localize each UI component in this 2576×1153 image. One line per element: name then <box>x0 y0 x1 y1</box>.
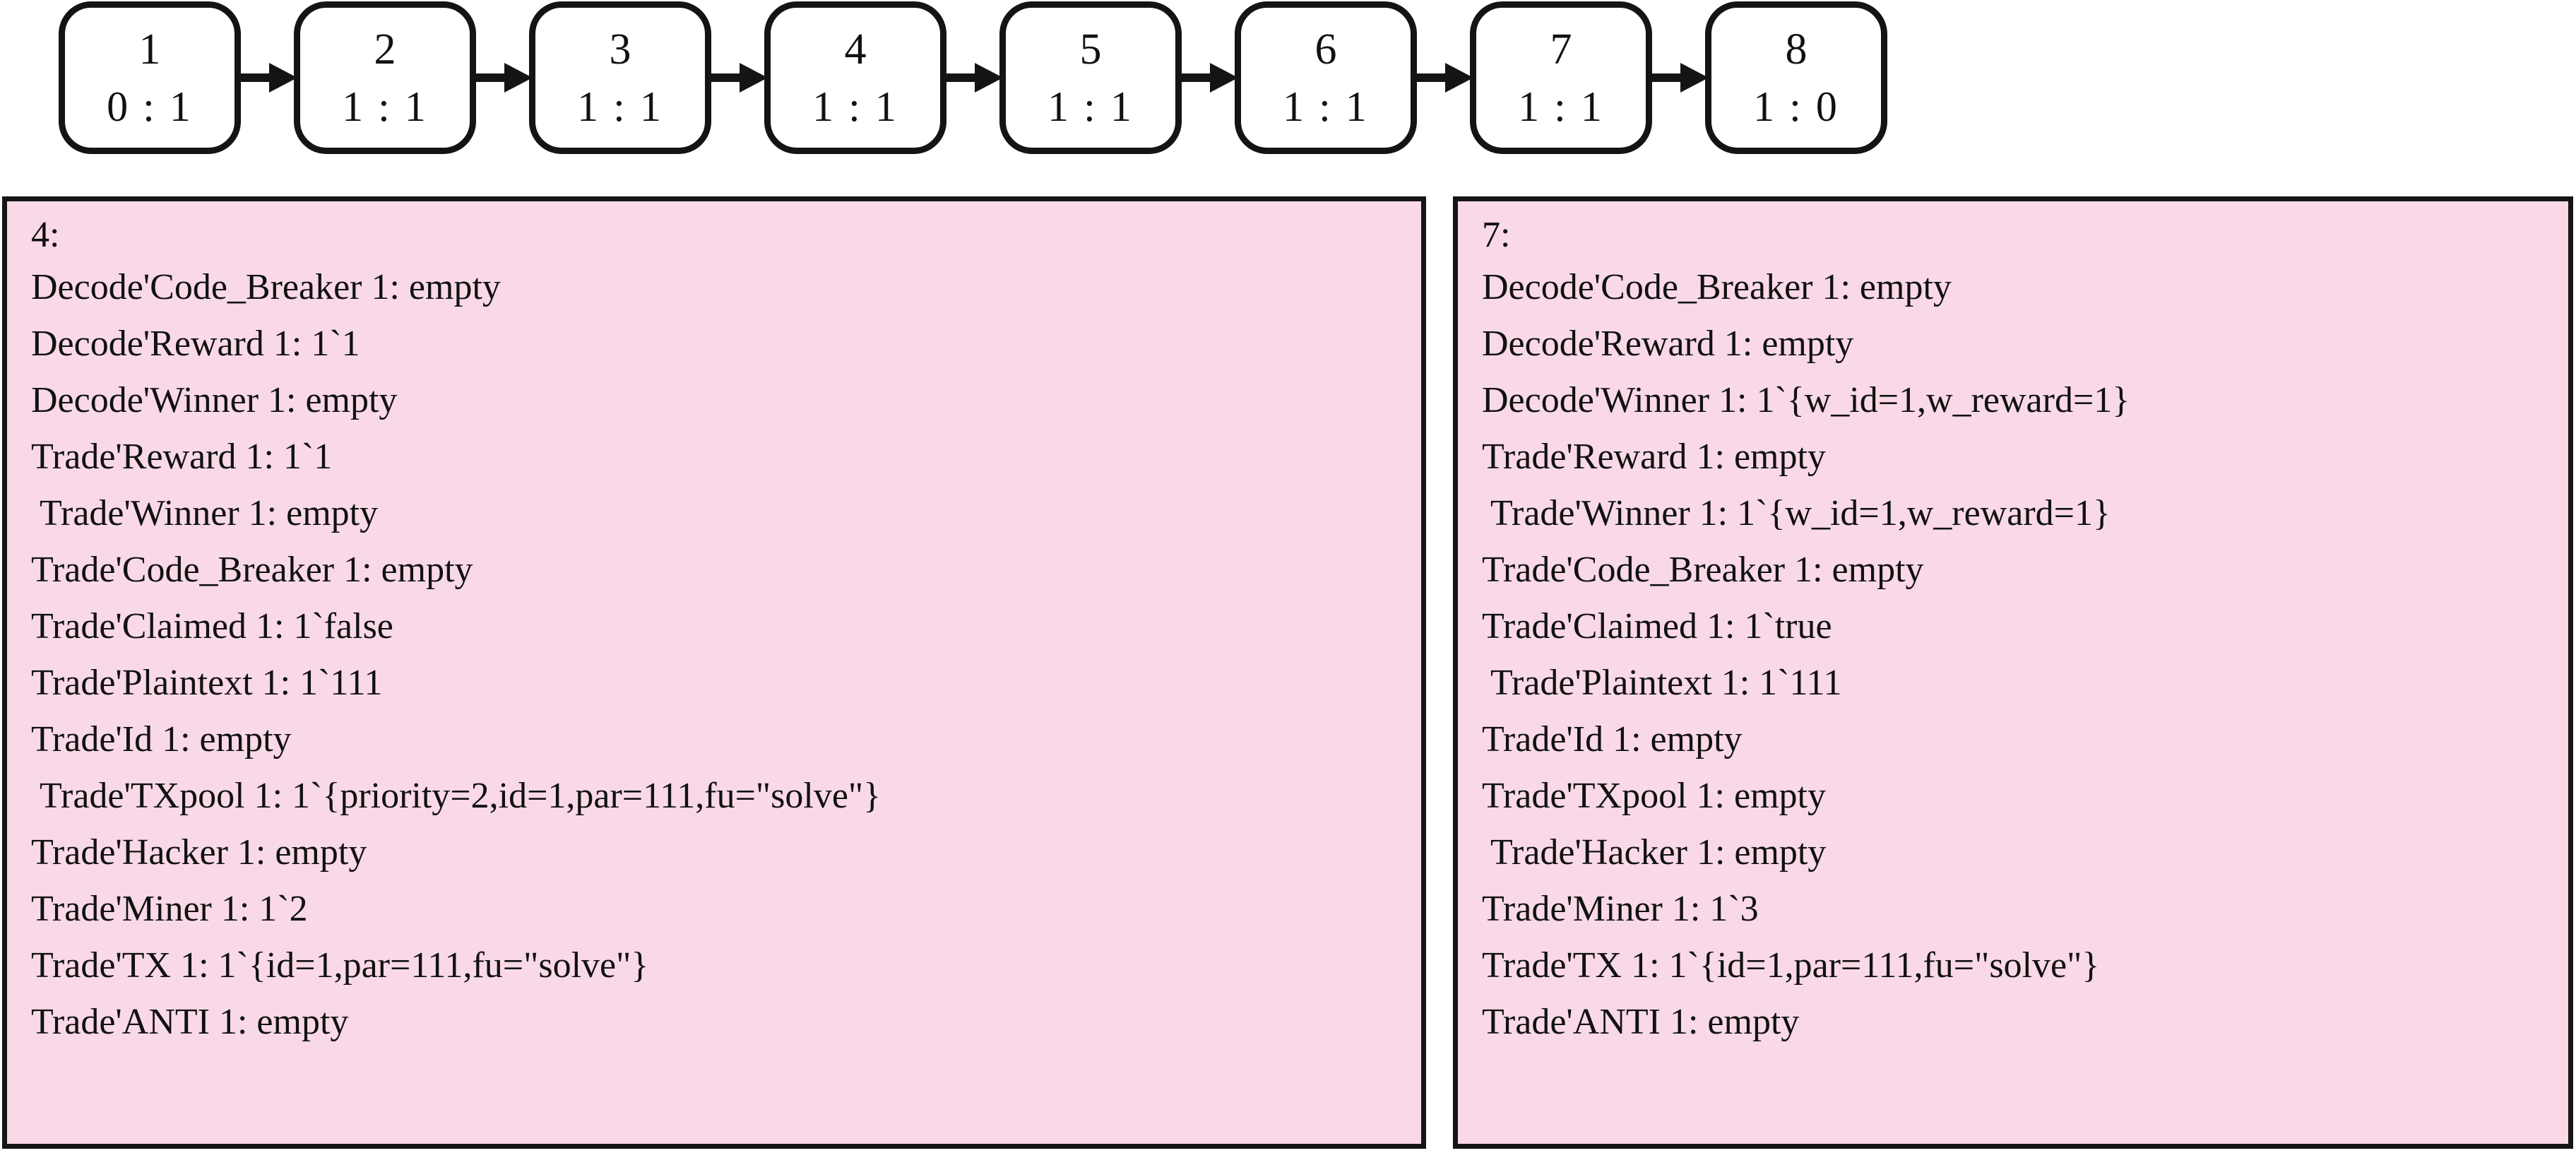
marking-line: Trade'Claimed 1: 1`false <box>31 606 393 646</box>
state-node-5[interactable]: 5 1 : 1 <box>999 1 1182 154</box>
state-node-id: 1 <box>138 25 161 73</box>
chain-arrow-5-to-6 <box>1182 63 1238 93</box>
marking-line: Trade'Id 1: empty <box>1482 719 1743 759</box>
arrow-shaft <box>946 73 979 82</box>
state-node-ratio: 1 : 1 <box>577 83 663 130</box>
marking-line: Decode'Winner 1: empty <box>31 380 398 420</box>
state-chain: 1 0 : 1 2 1 : 1 3 1 : 1 4 1 : 1 5 1 : 1 6 1 : 1 7 1 :… <box>0 0 2576 162</box>
marking-line: Trade'TX 1: 1`{id=1,par=111,fu="solve"} <box>1482 945 2100 986</box>
chain-arrow-1-to-2 <box>241 63 297 93</box>
state-node-id: 7 <box>1550 25 1572 73</box>
marking-line: Trade'Id 1: empty <box>31 719 292 759</box>
marking-line: Trade'TX 1: 1`{id=1,par=111,fu="solve"} <box>31 945 649 986</box>
marking-line: Trade'Miner 1: 1`2 <box>31 889 308 929</box>
state-node-ratio: 0 : 1 <box>107 83 193 130</box>
arrow-head-icon <box>504 63 533 93</box>
state-node-id: 5 <box>1079 25 1102 73</box>
state-node-ratio: 1 : 1 <box>1283 83 1369 130</box>
state-node-ratio: 1 : 1 <box>1047 83 1134 130</box>
marking-line: Trade'Code_Breaker 1: empty <box>1482 550 1924 590</box>
marking-line: Trade'Claimed 1: 1`true <box>1482 606 1832 646</box>
state-node-6[interactable]: 6 1 : 1 <box>1235 1 1417 154</box>
arrow-shaft <box>476 73 509 82</box>
marking-line: Decode'Reward 1: empty <box>1482 324 1854 364</box>
state-node-ratio: 1 : 1 <box>812 83 898 130</box>
chain-arrow-2-to-3 <box>476 63 533 93</box>
marking-line: Trade'Miner 1: 1`3 <box>1482 889 1759 929</box>
state-node-7[interactable]: 7 1 : 1 <box>1470 1 1652 154</box>
marking-line: Trade'ANTI 1: empty <box>1482 1002 1800 1042</box>
marking-line: Decode'Code_Breaker 1: empty <box>1482 267 1952 307</box>
state-node-8[interactable]: 8 1 : 0 <box>1705 1 1887 154</box>
marking-line: Trade'Plaintext 1: 1`111 <box>1482 663 1842 703</box>
arrow-shaft <box>241 73 273 82</box>
state-node-id: 8 <box>1785 25 1808 73</box>
chain-arrow-6-to-7 <box>1417 63 1473 93</box>
arrow-head-icon <box>975 63 1003 93</box>
marking-line: Trade'Winner 1: 1`{w_id=1,w_reward=1} <box>1482 493 2111 533</box>
state-node-id: 6 <box>1314 25 1337 73</box>
marking-line: Trade'Code_Breaker 1: empty <box>31 550 473 590</box>
marking-line: Trade'Hacker 1: empty <box>31 832 367 873</box>
marking-line: Trade'Hacker 1: empty <box>1482 832 1827 873</box>
arrow-shaft <box>711 73 744 82</box>
state-node-id: 3 <box>609 25 631 73</box>
panel-heading: 7: <box>1482 215 1511 255</box>
marking-line: Decode'Winner 1: 1`{w_id=1,w_reward=1} <box>1482 380 2130 420</box>
state-node-3[interactable]: 3 1 : 1 <box>529 1 711 154</box>
arrow-head-icon <box>1210 63 1238 93</box>
marking-line: Trade'Plaintext 1: 1`111 <box>31 663 383 703</box>
state-node-id: 4 <box>844 25 867 73</box>
panel-heading: 4: <box>31 215 60 255</box>
arrow-head-icon <box>269 63 297 93</box>
marking-line: Trade'ANTI 1: empty <box>31 1002 349 1042</box>
chain-arrow-4-to-5 <box>946 63 1003 93</box>
marking-line: Trade'TXpool 1: 1`{priority=2,id=1,par=1… <box>31 776 882 816</box>
marking-line: Trade'Winner 1: empty <box>31 493 379 533</box>
state-node-4[interactable]: 4 1 : 1 <box>764 1 946 154</box>
marking-line: Trade'Reward 1: empty <box>1482 437 1826 477</box>
state-node-id: 2 <box>374 25 396 73</box>
state-node-ratio: 1 : 0 <box>1753 83 1839 130</box>
arrow-shaft <box>1417 73 1449 82</box>
arrow-head-icon <box>740 63 768 93</box>
arrow-head-icon <box>1445 63 1473 93</box>
chain-arrow-3-to-4 <box>711 63 768 93</box>
marking-line: Trade'TXpool 1: empty <box>1482 776 1826 816</box>
arrow-head-icon <box>1680 63 1709 93</box>
marking-line: Decode'Code_Breaker 1: empty <box>31 267 501 307</box>
state-node-2[interactable]: 2 1 : 1 <box>294 1 476 154</box>
marking-line: Decode'Reward 1: 1`1 <box>31 324 360 364</box>
arrow-shaft <box>1652 73 1685 82</box>
arrow-shaft <box>1182 73 1214 82</box>
state-node-ratio: 1 : 1 <box>342 83 428 130</box>
state-node-1[interactable]: 1 0 : 1 <box>59 1 241 154</box>
chain-arrow-7-to-8 <box>1652 63 1709 93</box>
marking-line: Trade'Reward 1: 1`1 <box>31 437 333 477</box>
state-node-ratio: 1 : 1 <box>1518 83 1604 130</box>
